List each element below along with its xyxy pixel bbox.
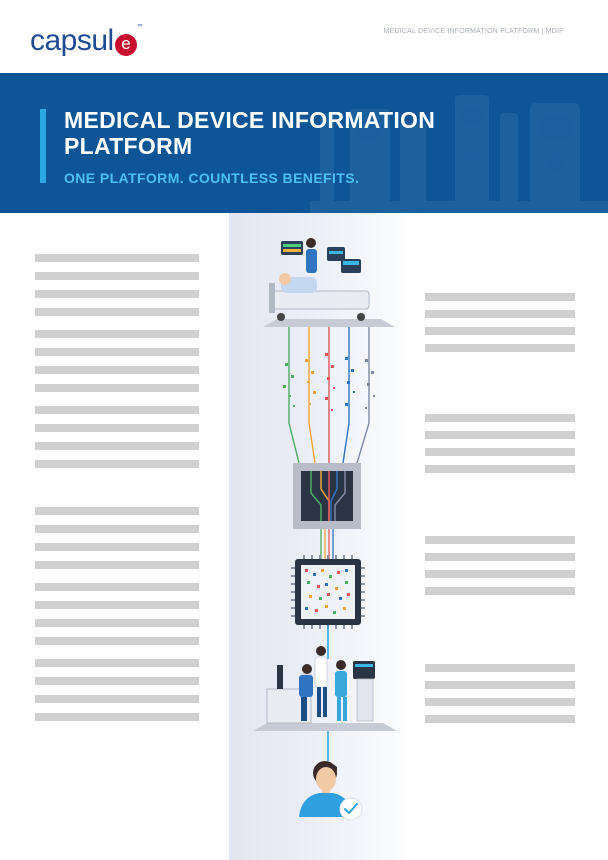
text-line [425, 715, 575, 723]
signal-wires-icon [288, 327, 370, 464]
document-reference: MEDICAL DEVICE INFORMATION PLATFORM | MD… [383, 28, 564, 35]
banner-equipment-silhouette-icon [310, 95, 608, 213]
text-line [425, 344, 575, 352]
text-line [35, 619, 199, 627]
text-line [35, 507, 199, 515]
banner-tagline: ONE PLATFORM. COUNTLESS BENEFITS. [64, 170, 360, 186]
text-line [35, 308, 199, 316]
logo-e-mark: e [114, 34, 137, 56]
text-line [425, 587, 575, 595]
text-line [35, 525, 199, 533]
text-line [35, 272, 199, 280]
text-line [35, 290, 199, 298]
text-line [35, 442, 199, 450]
text-line [425, 681, 575, 689]
title-banner: MEDICAL DEVICE INFORMATION PLATFORM ONE … [0, 73, 608, 213]
text-line [425, 570, 575, 578]
text-line [35, 424, 199, 432]
text-line [425, 664, 575, 672]
connector-hub-icon [293, 463, 361, 529]
text-line [425, 465, 575, 473]
text-line [425, 698, 575, 706]
text-line [35, 330, 199, 338]
nurse-avatar-icon [299, 761, 353, 817]
text-line [35, 384, 199, 392]
text-line [35, 659, 199, 667]
text-line [35, 543, 199, 551]
clinicians-workstation-icon [253, 646, 397, 731]
text-line [425, 310, 575, 318]
banner-accent-bar [40, 109, 46, 183]
data-stream-icon [283, 353, 375, 411]
text-line [35, 406, 199, 414]
text-line [35, 583, 199, 591]
text-line [35, 348, 199, 356]
text-line [425, 431, 575, 439]
processor-chip-icon [291, 555, 365, 629]
text-line [35, 637, 199, 645]
patient-bed-icon [263, 238, 395, 327]
text-line [425, 414, 575, 422]
text-line [35, 677, 199, 685]
text-line [425, 327, 575, 335]
text-line [35, 561, 199, 569]
logo-text: capsul [30, 24, 114, 57]
text-line [425, 553, 575, 561]
text-line [35, 695, 199, 703]
text-line [425, 293, 575, 301]
banner-title: MEDICAL DEVICE INFORMATION PLATFORM [64, 107, 436, 159]
text-line [425, 448, 575, 456]
logo-trademark: ™ [136, 24, 143, 30]
text-line [35, 254, 199, 262]
text-line [35, 460, 199, 468]
checkmark-icon [339, 797, 363, 821]
data-flow-illustration [253, 238, 397, 821]
text-line [35, 713, 199, 721]
text-line [35, 366, 199, 374]
text-line [35, 601, 199, 609]
text-line [425, 536, 575, 544]
